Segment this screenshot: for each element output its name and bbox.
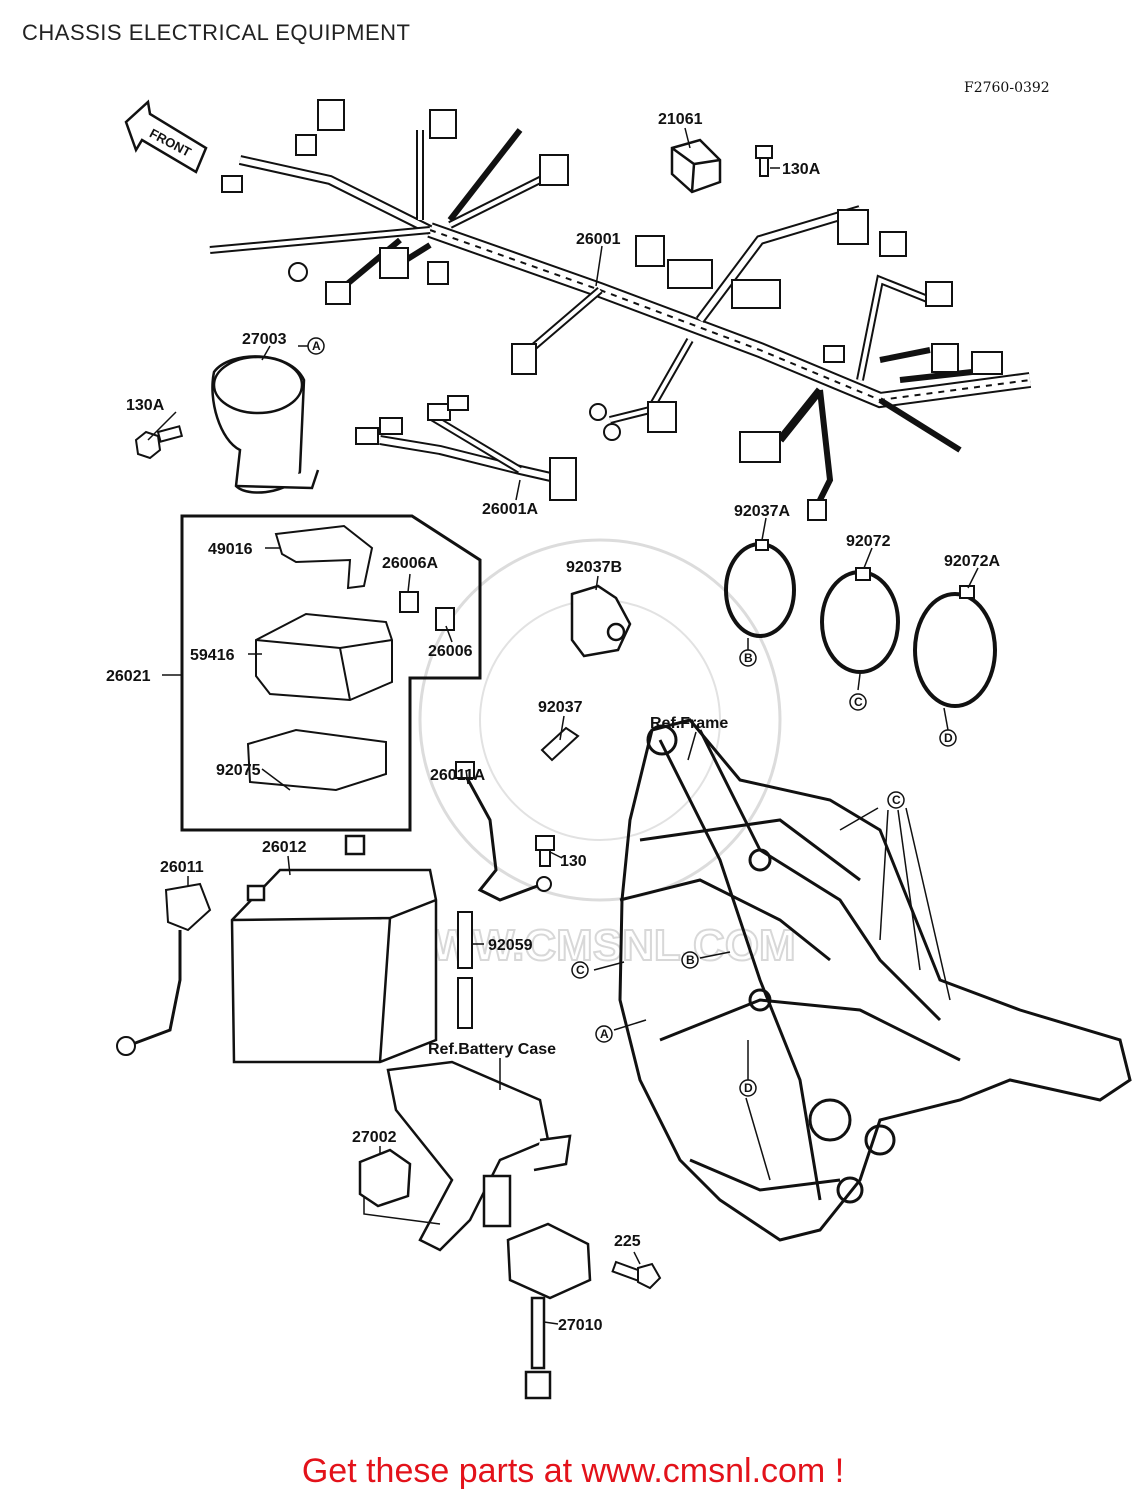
callout-circles bbox=[307, 337, 957, 1097]
label-26006: 26006 bbox=[428, 643, 473, 660]
bolt-130a-left bbox=[134, 425, 184, 460]
label-26012: 26012 bbox=[262, 839, 307, 856]
sensor-27010 bbox=[506, 1222, 592, 1400]
cable-26011 bbox=[129, 930, 182, 1047]
strap-92037 bbox=[540, 726, 580, 762]
battery-kit-parts bbox=[246, 524, 455, 792]
label-49016: 49016 bbox=[208, 541, 253, 558]
sub-harness-26001a bbox=[379, 412, 557, 483]
callout-c-ring: C bbox=[854, 695, 863, 709]
label-27003: 27003 bbox=[242, 331, 287, 348]
bolt-130a-top bbox=[755, 145, 773, 177]
callout-c-frame-left: C bbox=[576, 963, 585, 977]
label-26006a: 26006A bbox=[382, 555, 438, 572]
callout-d-ring: D bbox=[944, 731, 953, 745]
page-title: CHASSIS ELECTRICAL EQUIPMENT bbox=[22, 20, 411, 45]
label-92075: 92075 bbox=[216, 762, 261, 779]
cable-26011-ends bbox=[116, 882, 212, 1056]
callout-b-ring: B bbox=[744, 651, 753, 665]
label-26021: 26021 bbox=[106, 668, 151, 685]
label-130a-left: 130A bbox=[126, 397, 165, 414]
label-ref-frame: Ref.Frame bbox=[650, 715, 728, 732]
label-225: 225 bbox=[614, 1233, 641, 1250]
cable-26011a-ends bbox=[455, 761, 552, 892]
battery-26012 bbox=[230, 834, 438, 1064]
label-26001a: 26001A bbox=[482, 501, 538, 518]
callout-a-frame: A bbox=[600, 1027, 609, 1041]
label-ref-battery-case: Ref.Battery Case bbox=[428, 1041, 556, 1058]
tube-92059 bbox=[457, 911, 473, 1029]
label-27002: 27002 bbox=[352, 1129, 397, 1146]
motorcycle-frame bbox=[618, 718, 1132, 1242]
label-59416: 59416 bbox=[190, 647, 235, 664]
figure-code: F2760-0392 bbox=[964, 80, 1050, 96]
bolt-225 bbox=[611, 1260, 662, 1290]
callout-d-frame: D bbox=[744, 1081, 753, 1095]
footer-promo-link[interactable]: Get these parts at www.cmsnl.com ! bbox=[301, 1452, 845, 1490]
callout-b-frame: B bbox=[686, 953, 695, 967]
main-wiring-harness bbox=[209, 128, 1032, 512]
harness-connectors bbox=[221, 99, 1003, 521]
callout-c-frame: C bbox=[892, 793, 901, 807]
label-26011: 26011 bbox=[160, 859, 204, 876]
label-92072: 92072 bbox=[846, 533, 891, 550]
leader-lines bbox=[147, 127, 979, 1325]
relay-21061 bbox=[670, 138, 722, 194]
label-21061: 21061 bbox=[658, 111, 703, 128]
horn-27003 bbox=[211, 355, 320, 494]
sub-harness-connectors bbox=[355, 395, 577, 501]
label-26001: 26001 bbox=[576, 231, 621, 248]
label-92037b: 92037B bbox=[566, 559, 622, 576]
label-92037a: 92037A bbox=[734, 503, 790, 520]
watermark: WWW.CMSNL.COM bbox=[389, 538, 797, 971]
label-26011a: 26011A bbox=[430, 767, 486, 784]
label-92072a: 92072A bbox=[944, 553, 1000, 570]
watermark-text: WWW.CMSNL.COM bbox=[390, 921, 796, 970]
cable-26011a bbox=[464, 775, 541, 902]
label-92059: 92059 bbox=[488, 937, 533, 954]
relay-27002 bbox=[358, 1148, 412, 1208]
pad-92037b bbox=[570, 584, 632, 658]
callout-a-horn: A bbox=[312, 339, 321, 353]
battery-kit-box bbox=[180, 514, 482, 832]
front-arrow: FRONT bbox=[124, 99, 208, 174]
label-92037: 92037 bbox=[538, 699, 583, 716]
battery-case-bracket bbox=[386, 1060, 572, 1252]
label-27010: 27010 bbox=[558, 1317, 603, 1334]
bolt-130 bbox=[535, 835, 555, 867]
label-130: 130 bbox=[560, 853, 587, 870]
clamp-ring-clips bbox=[755, 539, 975, 599]
label-130a-top: 130A bbox=[782, 161, 821, 178]
